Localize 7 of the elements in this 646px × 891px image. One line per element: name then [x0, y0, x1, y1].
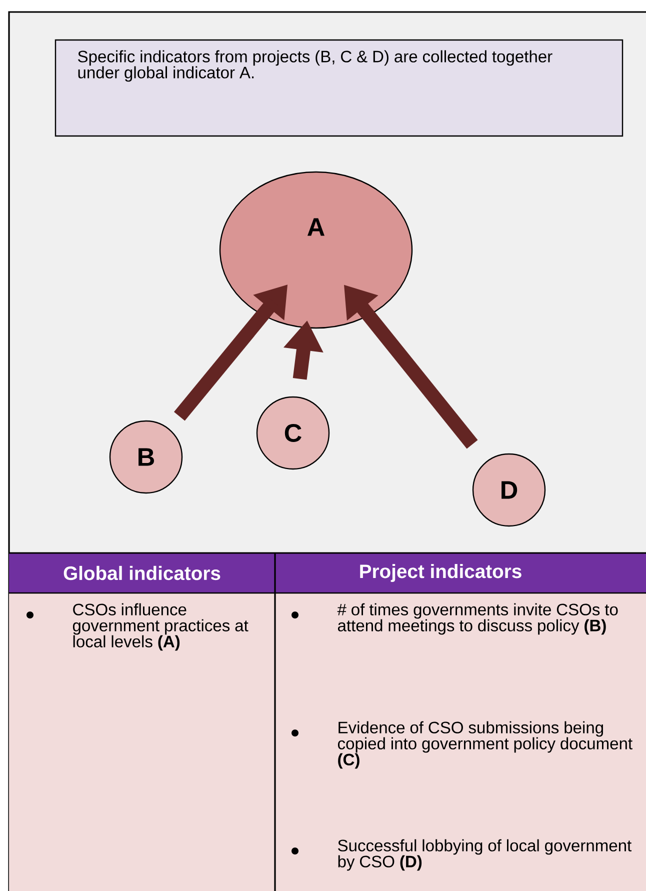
text-box: Specific indicators from projects (B, C & D) are collected together under global indicator A. [54, 39, 624, 137]
bullet-item: Evidence of CSO submissions being copied into government policy document (C) [292, 721, 632, 769]
bullet-item: # of times governments invite CSOs to attend meetings to discuss policy (B) [292, 603, 618, 635]
table-header-cell: Project indicators [275, 553, 646, 593]
bullet-item: CSOs influence government practices at local levels (A) [26, 603, 248, 651]
bullet-item: Successful lobbying of local government by CSO (D) [292, 839, 632, 871]
table-header-cell: Global indicators [9, 553, 275, 593]
